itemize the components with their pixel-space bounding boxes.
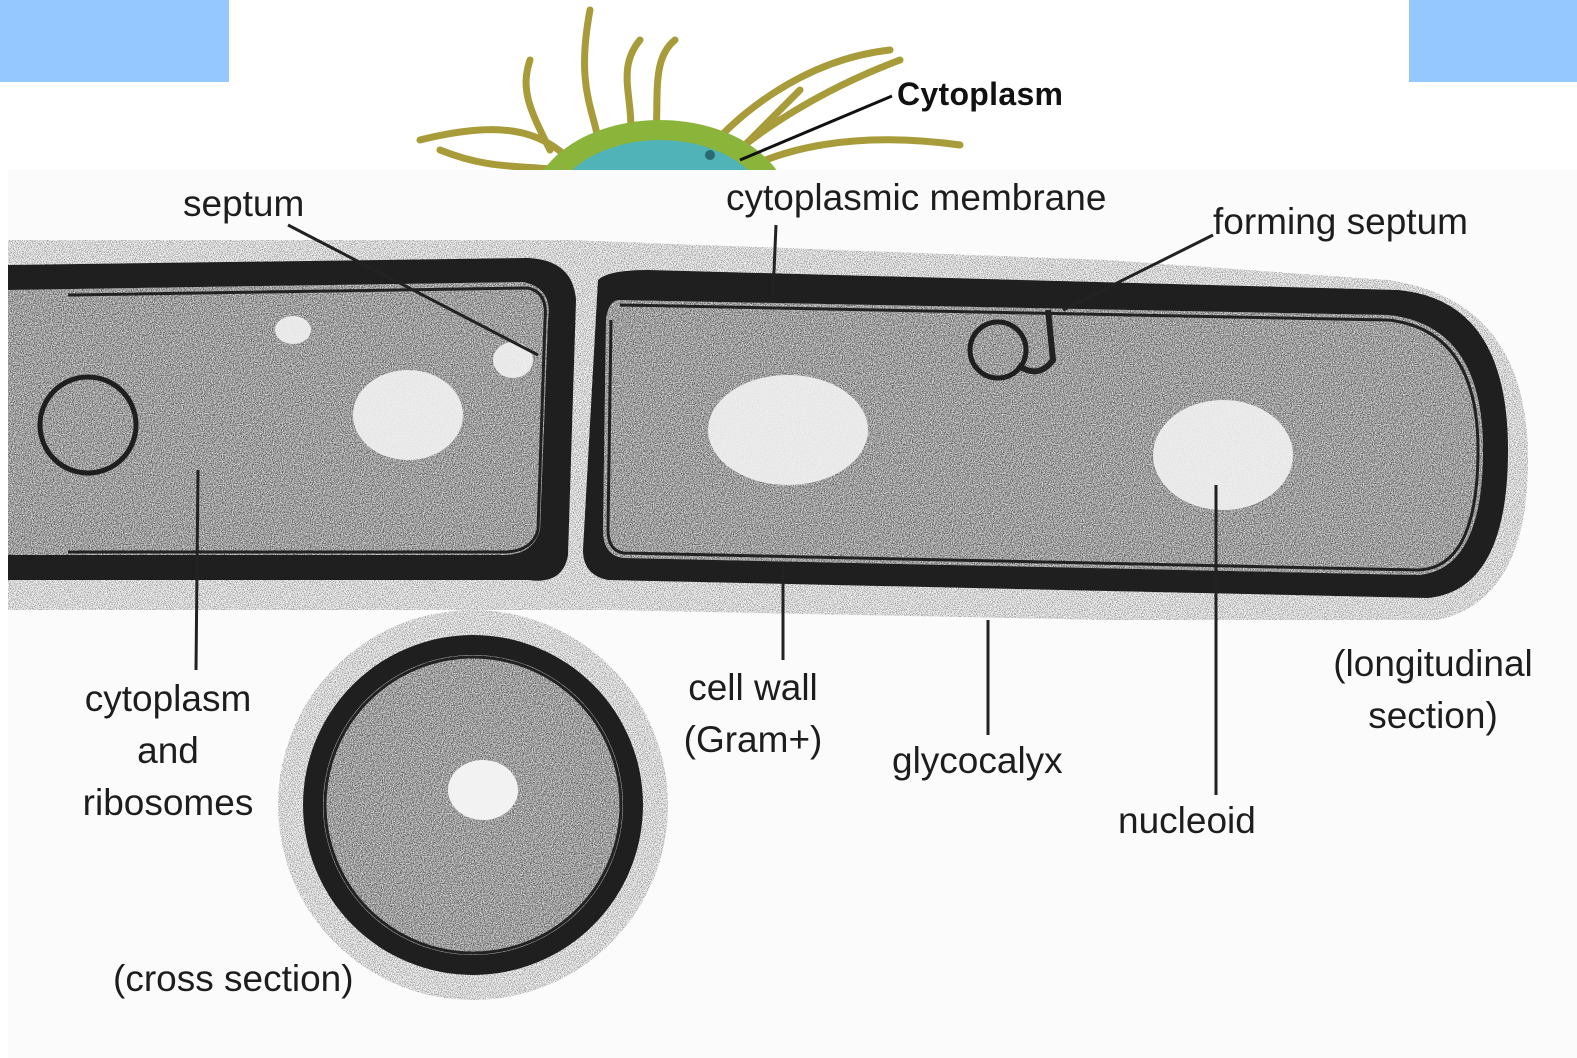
label-line: (longitudinal (1308, 638, 1558, 690)
label-line: cell wall (663, 662, 843, 714)
label-cytoplasm-and-ribosomes: cytoplasm and ribosomes (58, 673, 278, 829)
label-line: section) (1308, 690, 1558, 742)
label-glycocalyx: glycocalyx (892, 735, 1063, 787)
label-cytoplasmic-membrane: cytoplasmic membrane (726, 172, 1106, 224)
label-line: (Gram+) (663, 714, 843, 766)
label-line: ribosomes (58, 777, 278, 829)
label-forming-septum: forming septum (1213, 196, 1468, 248)
label-cross-section: (cross section) (113, 953, 354, 1005)
micrograph-drawing (8, 170, 1577, 1058)
slide-corner-right (1409, 0, 1577, 82)
label-cell-wall: cell wall (Gram+) (663, 662, 843, 766)
label-line: cytoplasm (58, 673, 278, 725)
cytoplasm-leader (196, 470, 198, 670)
slide-corner-left (0, 0, 229, 82)
label-longitudinal-section: (longitudinal section) (1308, 638, 1558, 742)
label-nucleoid: nucleoid (1118, 795, 1256, 847)
cytoplasm-label: Cytoplasm (897, 76, 1063, 113)
micrograph-panel: septum cytoplasmic membrane forming sept… (8, 170, 1577, 1058)
label-line: and (58, 725, 278, 777)
label-septum: septum (183, 178, 304, 230)
